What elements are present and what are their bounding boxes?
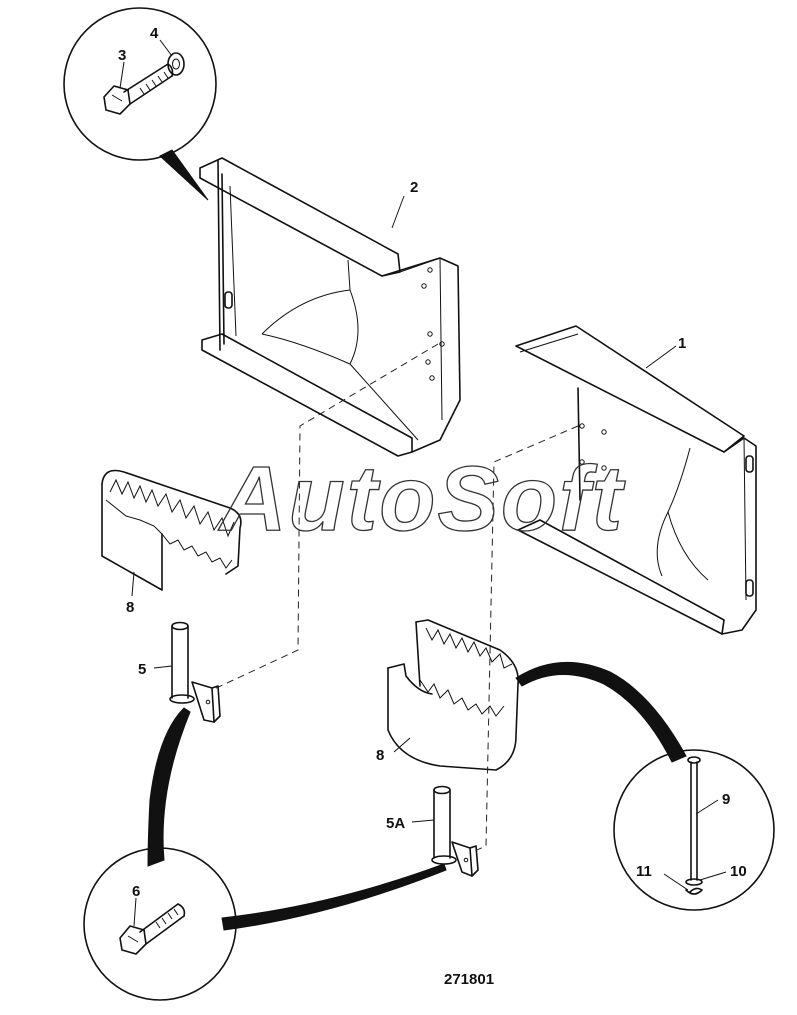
callout-8-left: 8: [126, 599, 134, 616]
guard-part-8-right: [387, 619, 519, 771]
callout-8-right: 8: [376, 747, 384, 764]
watermark-text: AutoSoft: [218, 448, 626, 550]
clip-icon: [685, 887, 703, 895]
assembly-lines: [211, 343, 579, 853]
washer-icon: [167, 52, 185, 76]
pin-icon: [687, 756, 701, 881]
bracket-part-2: [199, 157, 461, 457]
callout-4: 4: [150, 25, 159, 42]
guard-part-8-left: [101, 469, 242, 591]
detail-circle-bolt: [83, 707, 447, 1001]
washer-icon: [685, 878, 703, 886]
callout-9: 9: [722, 791, 730, 808]
figure-number: 271801: [444, 971, 494, 988]
pin-part-5a: [431, 785, 479, 877]
callout-5: 5: [138, 661, 146, 678]
bolt-icon: [103, 63, 174, 115]
bolt-icon: [119, 903, 186, 955]
callout-5a: 5A: [386, 815, 405, 832]
callout-2: 2: [410, 179, 418, 196]
callout-11: 11: [636, 863, 652, 880]
callout-10: 10: [730, 863, 747, 880]
detail-circle-pin-washer: [515, 661, 775, 911]
callout-3: 3: [118, 47, 126, 64]
callout-1: 1: [678, 335, 686, 352]
detail-circle-bolt-washer: [63, 7, 217, 201]
pin-part-5: [169, 621, 221, 723]
callout-6: 6: [132, 883, 140, 900]
bracket-part-1: [515, 325, 757, 635]
